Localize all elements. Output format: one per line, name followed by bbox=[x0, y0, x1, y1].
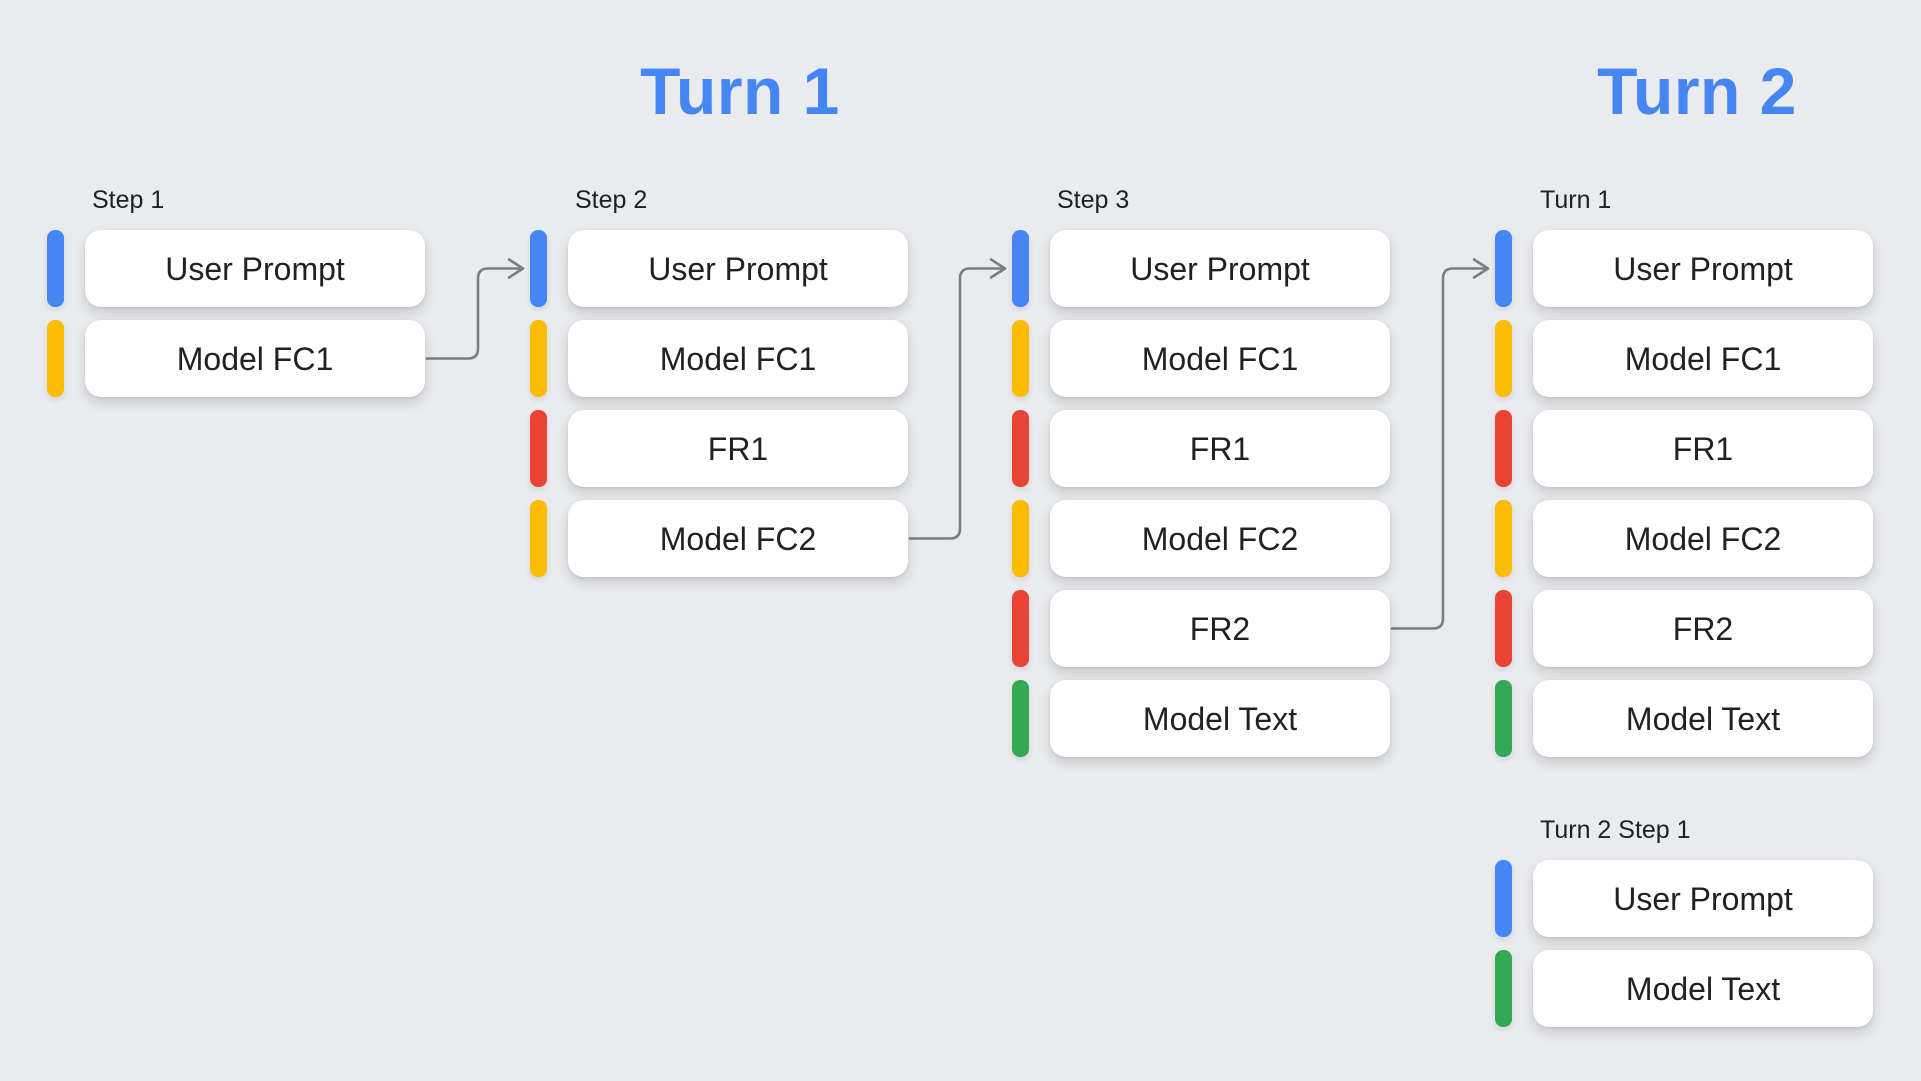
box-label: User Prompt bbox=[648, 250, 828, 287]
box-model-fc2: Model FC2 bbox=[568, 500, 908, 577]
box-model-text: Model Text bbox=[1533, 950, 1873, 1027]
box-label: Model FC2 bbox=[659, 520, 817, 557]
red-role-bar bbox=[1012, 590, 1029, 667]
box-label: User Prompt bbox=[1130, 250, 1310, 287]
box-label: Model FC2 bbox=[1624, 520, 1782, 557]
yellow-role-bar bbox=[1495, 500, 1512, 577]
group-label-turn-2-step-1: Turn 2 Step 1 bbox=[1540, 816, 1691, 844]
yellow-role-bar bbox=[530, 320, 547, 397]
box-user-prompt: User Prompt bbox=[1533, 230, 1873, 307]
box-model-text: Model Text bbox=[1050, 680, 1390, 757]
arrowhead-icon bbox=[507, 258, 525, 279]
box-user-prompt: User Prompt bbox=[1533, 860, 1873, 937]
arrowhead-icon bbox=[1472, 258, 1490, 279]
box-fr1: FR1 bbox=[1050, 410, 1390, 487]
box-model-fc1: Model FC1 bbox=[1050, 320, 1390, 397]
green-role-bar bbox=[1495, 950, 1512, 1027]
box-model-fc1: Model FC1 bbox=[85, 320, 425, 397]
turn-2-title: Turn 2 bbox=[1597, 54, 1797, 128]
box-label: Model FC1 bbox=[176, 340, 334, 377]
box-label: FR1 bbox=[707, 430, 769, 467]
yellow-role-bar bbox=[1012, 500, 1029, 577]
green-role-bar bbox=[1012, 680, 1029, 757]
box-model-fc2: Model FC2 bbox=[1533, 500, 1873, 577]
box-fr1: FR1 bbox=[1533, 410, 1873, 487]
red-role-bar bbox=[1012, 410, 1029, 487]
box-user-prompt: User Prompt bbox=[85, 230, 425, 307]
box-label: User Prompt bbox=[165, 250, 345, 287]
box-user-prompt: User Prompt bbox=[568, 230, 908, 307]
box-user-prompt: User Prompt bbox=[1050, 230, 1390, 307]
red-role-bar bbox=[1495, 410, 1512, 487]
box-label: Model Text bbox=[1625, 700, 1781, 737]
yellow-role-bar bbox=[530, 500, 547, 577]
box-fr2: FR2 bbox=[1533, 590, 1873, 667]
yellow-role-bar bbox=[1012, 320, 1029, 397]
box-label: FR1 bbox=[1189, 430, 1251, 467]
blue-role-bar bbox=[530, 230, 547, 307]
blue-role-bar bbox=[47, 230, 64, 307]
box-model-fc1: Model FC1 bbox=[568, 320, 908, 397]
box-label: Model Text bbox=[1625, 970, 1781, 1007]
box-label: Model FC1 bbox=[1624, 340, 1782, 377]
box-fr2: FR2 bbox=[1050, 590, 1390, 667]
box-label: FR1 bbox=[1672, 430, 1734, 467]
box-label: User Prompt bbox=[1613, 880, 1793, 917]
arrowhead-icon bbox=[989, 258, 1007, 279]
green-role-bar bbox=[1495, 680, 1512, 757]
box-model-fc2: Model FC2 bbox=[1050, 500, 1390, 577]
yellow-role-bar bbox=[1495, 320, 1512, 397]
yellow-role-bar bbox=[47, 320, 64, 397]
blue-role-bar bbox=[1495, 860, 1512, 937]
box-label: Model Text bbox=[1142, 700, 1298, 737]
turn-1-title: Turn 1 bbox=[640, 54, 840, 128]
blue-role-bar bbox=[1012, 230, 1029, 307]
box-label: Model FC2 bbox=[1141, 520, 1299, 557]
box-model-text: Model Text bbox=[1533, 680, 1873, 757]
box-label: Model FC1 bbox=[1141, 340, 1299, 377]
box-label: FR2 bbox=[1672, 610, 1734, 647]
group-label-step-3: Step 3 bbox=[1057, 186, 1130, 214]
box-label: FR2 bbox=[1189, 610, 1251, 647]
box-label: User Prompt bbox=[1613, 250, 1793, 287]
flow-arrow-line bbox=[1390, 267, 1488, 630]
red-role-bar bbox=[1495, 590, 1512, 667]
blue-role-bar bbox=[1495, 230, 1512, 307]
flow-arrow-line bbox=[425, 267, 523, 360]
box-model-fc1: Model FC1 bbox=[1533, 320, 1873, 397]
red-role-bar bbox=[530, 410, 547, 487]
box-label: Model FC1 bbox=[659, 340, 817, 377]
group-label-step-2: Step 2 bbox=[575, 186, 648, 214]
group-label-turn-1: Turn 1 bbox=[1540, 186, 1612, 214]
group-label-step-1: Step 1 bbox=[92, 186, 165, 214]
flow-arrow-line bbox=[908, 267, 1005, 540]
box-fr1: FR1 bbox=[568, 410, 908, 487]
